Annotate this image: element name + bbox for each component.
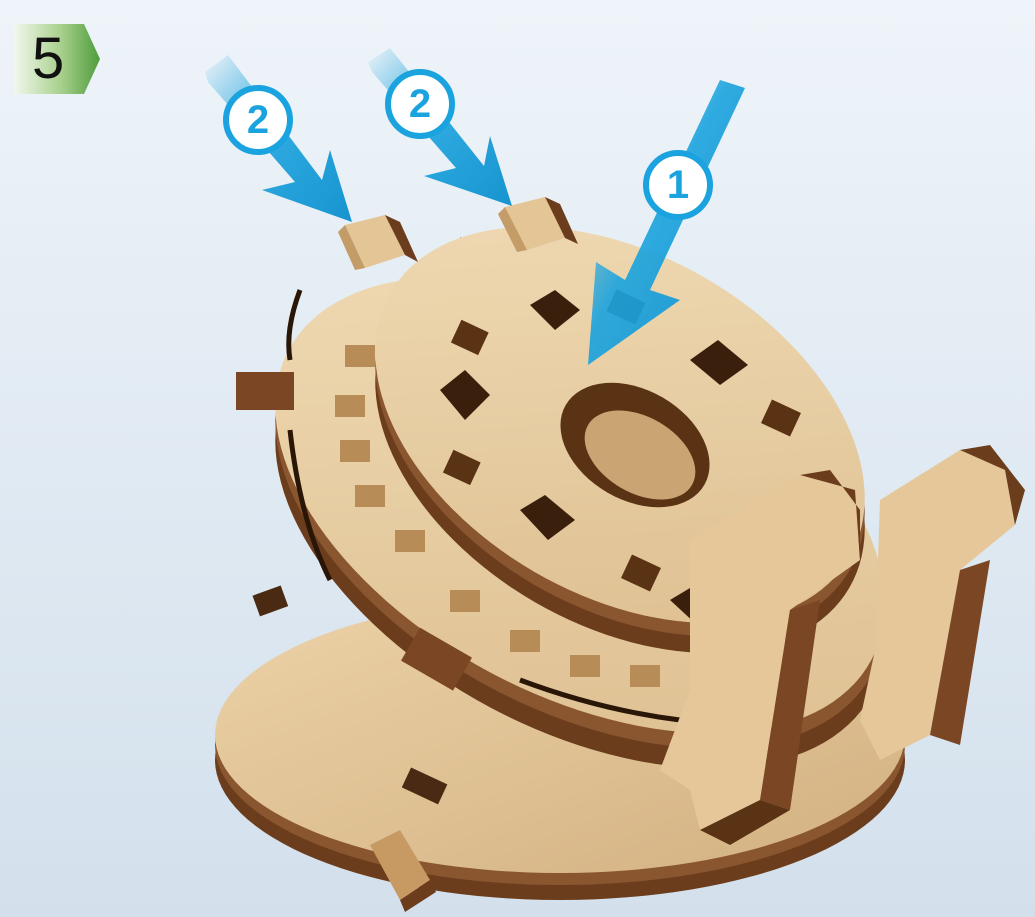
- callout-label-2-left: 2: [228, 90, 288, 150]
- step-number: 5: [14, 24, 94, 94]
- callout-label-1: 1: [648, 155, 708, 215]
- callout-label-2-middle: 2: [390, 74, 450, 134]
